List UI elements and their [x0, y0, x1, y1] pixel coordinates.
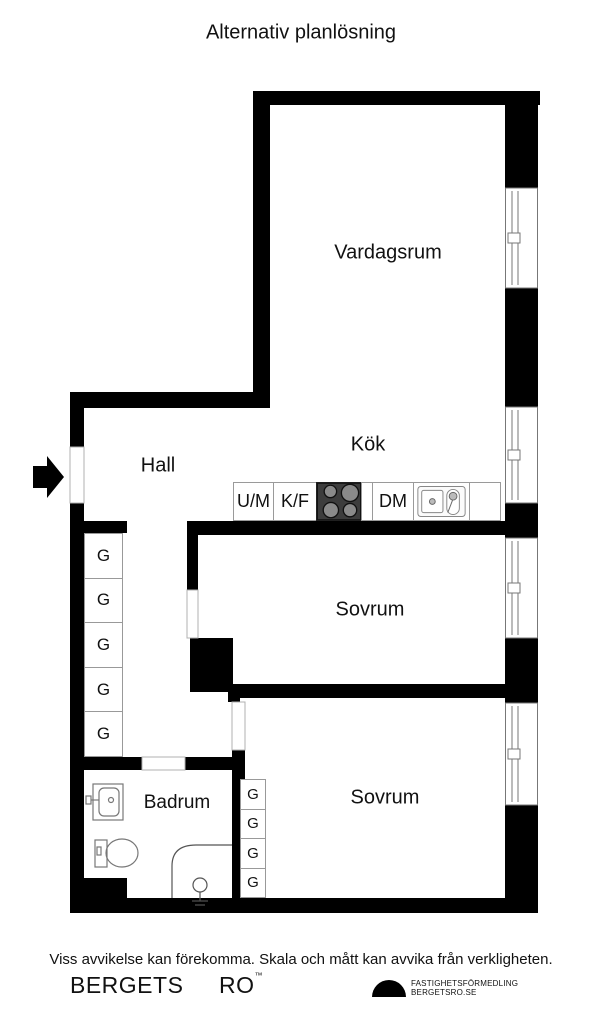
kitchen-unit-dm: DM — [372, 482, 414, 521]
wall-bath-corner-block — [84, 878, 127, 898]
window-sovrum2 — [505, 702, 538, 806]
wall-bedroom-block — [190, 638, 233, 692]
brand-ro-text: RO — [219, 972, 255, 998]
wardrobe-cell: G — [84, 577, 123, 624]
wardrobe-label: G — [247, 874, 259, 892]
kf-label: K/F — [280, 491, 309, 511]
stove-icon — [316, 482, 362, 521]
wall-right-seg5 — [505, 805, 538, 898]
wardrobe-column-hall: G G G G G — [84, 533, 123, 757]
bathroom-door-opening — [141, 756, 186, 771]
bedroom1-door-opening — [186, 589, 199, 639]
agency-text: FASTIGHETSFÖRMEDLING BERGETSRO.SE — [411, 979, 519, 997]
wall-vardagsrum-left — [253, 91, 270, 408]
wardrobe-label: G — [96, 590, 111, 610]
room-label-badrum: Badrum — [143, 792, 211, 813]
wardrobe-label: G — [247, 815, 259, 833]
wardrobe-label: G — [247, 785, 259, 803]
um-label: U/M — [237, 491, 270, 511]
entrance-opening — [69, 446, 85, 504]
wall-right-seg3 — [505, 503, 538, 538]
agency-logo-icon — [372, 980, 406, 997]
wall-left-lower — [70, 503, 84, 898]
windows — [505, 187, 538, 806]
room-label-kok: Kök — [350, 433, 386, 456]
wardrobe-cell: G — [84, 666, 123, 713]
wardrobe-cell: G — [84, 533, 123, 579]
trademark-symbol: ™ — [254, 971, 263, 980]
window-sovrum1 — [505, 537, 538, 639]
wardrobe-label: G — [96, 545, 111, 565]
walls — [70, 91, 540, 913]
bathroom-fixtures — [85, 783, 232, 906]
wardrobe-cell: G — [240, 838, 266, 869]
wardrobe-label: G — [96, 724, 111, 744]
kitchen-sink-drawing — [417, 486, 466, 517]
room-label-vardagsrum: Vardagsrum — [334, 241, 442, 264]
room-label-hall: Hall — [140, 454, 176, 477]
dm-label: DM — [379, 491, 407, 511]
wall-kitchen-stub — [187, 521, 198, 590]
wardrobe-cell: G — [240, 808, 266, 839]
wardrobe-column-sovrum2: G G G G — [240, 779, 266, 898]
window-vardagsrum — [505, 187, 538, 289]
kitchen-unit-kf: K/F — [273, 482, 317, 521]
entrance-arrow-icon — [33, 456, 64, 498]
wall-right-seg4 — [505, 638, 538, 703]
stove-burners — [317, 482, 361, 521]
shower-icon — [171, 844, 232, 906]
toilet-icon — [94, 838, 139, 868]
wardrobe-label: G — [96, 634, 111, 654]
wall-bottom — [70, 898, 538, 913]
wall-hall-top — [70, 392, 270, 408]
bedroom2-door-opening — [231, 701, 246, 751]
kitchen-sink-icon — [413, 482, 470, 521]
wall-kitchen-divider — [187, 521, 510, 535]
page-title: Alternativ planlösning — [205, 21, 397, 44]
brand-ro: RO™ — [219, 972, 263, 999]
wall-wardrobe-cap-top — [84, 521, 127, 533]
kitchen-counter-end — [469, 482, 501, 521]
bathroom-sink-icon — [85, 783, 124, 821]
wall-bedroom1-bottom — [228, 684, 510, 698]
wall-left-upper — [70, 408, 84, 447]
room-label-sovrum2: Sovrum — [350, 786, 420, 809]
wall-bathroom-top — [185, 757, 245, 770]
wall-right-seg2 — [505, 288, 538, 407]
wall-wardrobe-cap-bottom — [84, 757, 142, 770]
wall-right-seg1 — [505, 91, 538, 188]
wardrobe-cell: G — [84, 622, 123, 668]
agency-line2: BERGETSRO.SE — [411, 987, 477, 997]
room-label-sovrum1: Sovrum — [335, 598, 405, 621]
wardrobe-cell: G — [240, 779, 266, 810]
brand-bergets: BERGETS — [70, 972, 184, 998]
wardrobe-label: G — [247, 844, 259, 862]
kitchen-unit-um: U/M — [233, 482, 274, 521]
door-openings — [69, 446, 246, 771]
wall-top — [256, 91, 540, 105]
wardrobe-cell: G — [84, 711, 123, 757]
wardrobe-label: G — [96, 679, 111, 699]
window-kok — [505, 406, 538, 504]
disclaimer-text: Viss avvikelse kan förekomma. Skala och … — [49, 951, 553, 968]
wardrobe-cell: G — [240, 867, 266, 898]
agency-line1: FASTIGHETSFÖRMEDLING — [411, 979, 519, 988]
